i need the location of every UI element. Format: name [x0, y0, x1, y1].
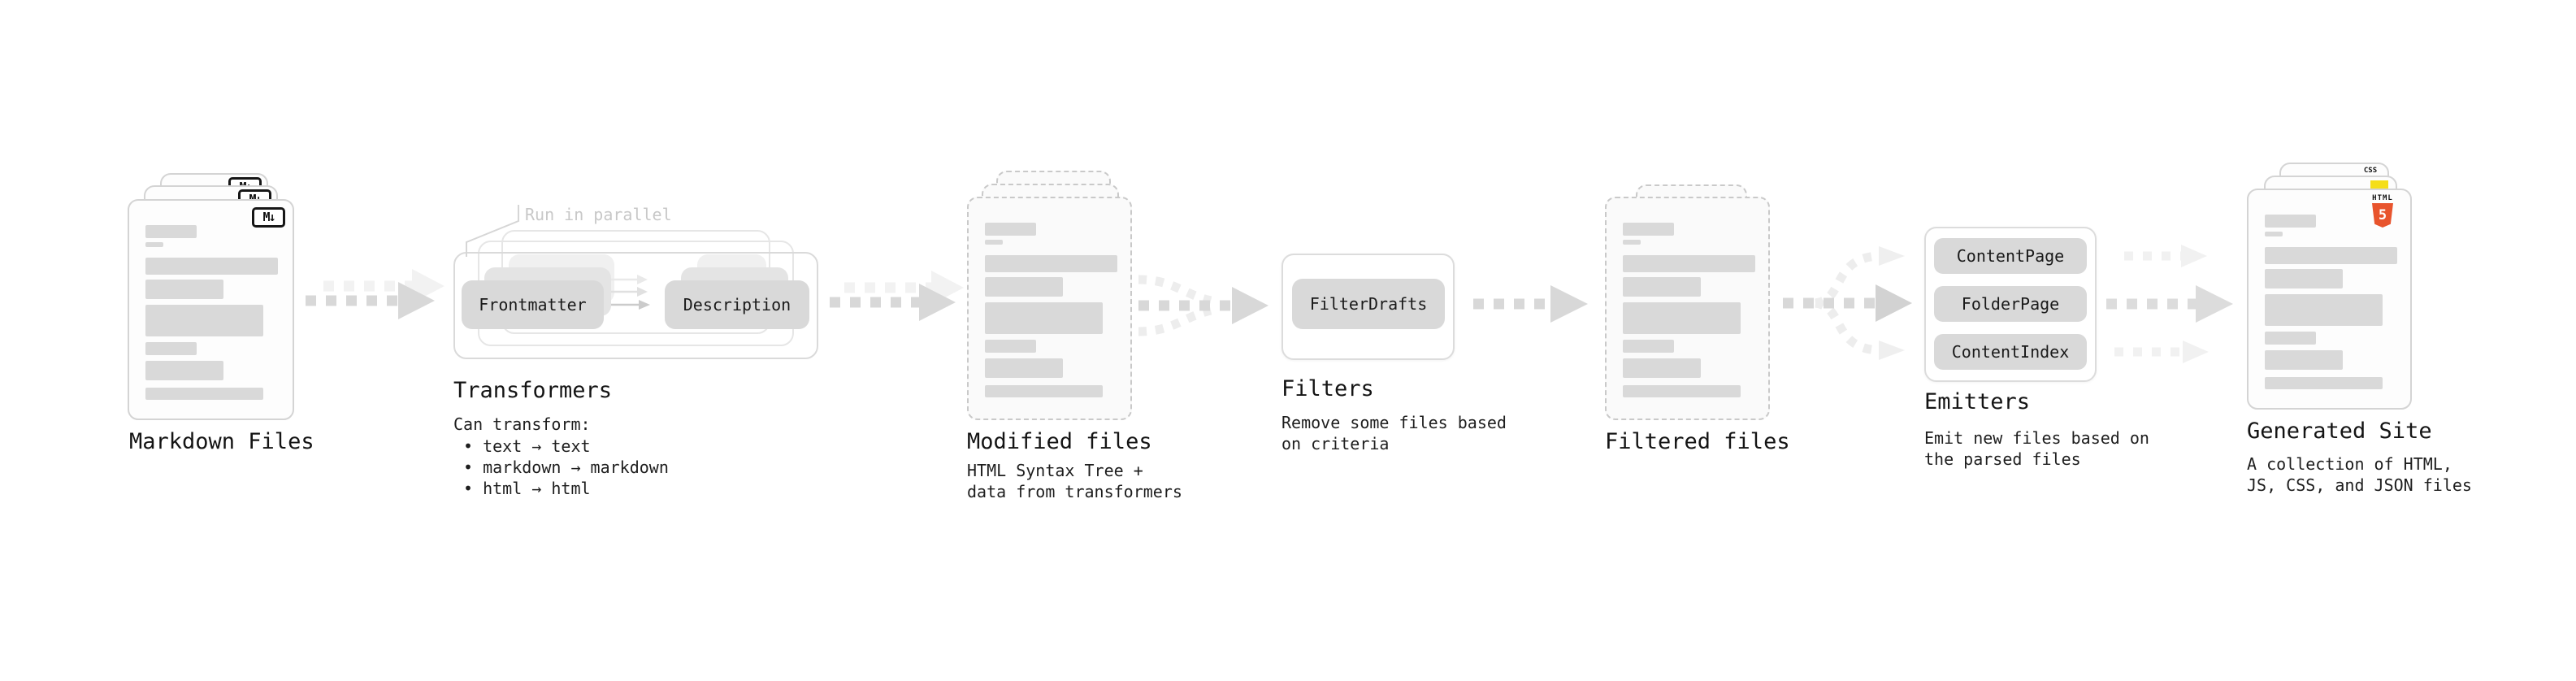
stage-label-markdown-files: Markdown Files — [129, 429, 314, 454]
text-line-placeholder — [1623, 358, 1701, 378]
note-line: A collection of HTML, — [2247, 454, 2452, 474]
emitter-node-label: ContentPage — [1956, 246, 2065, 266]
file-card-front: M↓ — [128, 199, 294, 420]
html5-icon-shield: 5 — [2372, 203, 2393, 228]
file-card-front — [967, 197, 1132, 420]
stage-label-generated-site: Generated Site — [2247, 419, 2432, 444]
stage-label-filtered-files: Filtered files — [1605, 429, 1790, 454]
text-line-placeholder — [2265, 377, 2383, 389]
file-card-front: HTML 5 — [2247, 189, 2412, 410]
note-line: on criteria — [1281, 434, 1390, 453]
text-line-placeholder — [1623, 255, 1755, 272]
arrow-filtered-to-emitters — [1783, 246, 1912, 360]
text-line-placeholder — [1623, 302, 1741, 334]
text-line-placeholder — [145, 280, 223, 299]
markdown-icon: M↓ — [252, 207, 285, 228]
stage-label-emitters: Emitters — [1924, 389, 2031, 414]
parallel-arrows-icon — [611, 275, 650, 310]
text-line-placeholder — [145, 225, 197, 238]
text-line-placeholder — [1623, 240, 1641, 245]
javascript-icon — [2370, 180, 2388, 191]
text-line-placeholder — [1623, 277, 1701, 297]
note-line: • markdown → markdown — [463, 458, 669, 477]
emitters-notes: Emit new files based on the parsed files — [1924, 427, 2149, 470]
text-line-placeholder — [985, 277, 1063, 297]
text-line-placeholder — [985, 223, 1036, 236]
note-line: Emit new files based on — [1924, 428, 2149, 448]
filter-node-label: FilterDrafts — [1309, 294, 1428, 314]
annotation-leader-line — [466, 205, 519, 257]
transformers-notes: • text → text • markdown → markdown • ht… — [463, 436, 669, 499]
filters-notes: Remove some files based on criteria — [1281, 412, 1507, 454]
transformer-node-frontmatter: Frontmatter — [462, 280, 604, 329]
emitter-node-contentpage: ContentPage — [1934, 238, 2087, 274]
arrow-markdown-to-transformers — [306, 269, 445, 319]
text-line-placeholder — [2265, 269, 2343, 288]
stage-label-filters: Filters — [1281, 376, 1374, 401]
arrow-filters-to-filtered — [1473, 285, 1588, 323]
text-line-placeholder — [145, 342, 197, 355]
arrow-emitters-to-generated — [2106, 245, 2233, 363]
text-line-placeholder — [2265, 294, 2383, 326]
text-line-placeholder — [145, 388, 263, 400]
text-line-placeholder — [985, 240, 1003, 245]
text-line-placeholder — [145, 305, 263, 336]
generated-site-notes: A collection of HTML, JS, CSS, and JSON … — [2247, 453, 2472, 496]
modified-files-notes: HTML Syntax Tree + data from transformer… — [967, 460, 1182, 502]
emitter-node-folderpage: FolderPage — [1934, 286, 2087, 322]
note-line: data from transformers — [967, 482, 1182, 501]
text-line-placeholder — [985, 302, 1103, 334]
arrow-modified-to-filters — [1138, 275, 1268, 336]
text-line-placeholder — [145, 258, 278, 275]
text-line-placeholder — [2265, 215, 2316, 228]
css-icon-text: CSS — [2363, 167, 2378, 175]
text-line-placeholder — [2265, 232, 2283, 236]
filter-node-filterdrafts: FilterDrafts — [1292, 279, 1445, 329]
emitter-node-label: FolderPage — [1961, 294, 2060, 314]
text-line-placeholder — [1623, 385, 1741, 397]
html5-icon: HTML 5 — [2364, 194, 2401, 228]
stage-label-modified-files: Modified files — [967, 429, 1152, 454]
text-line-placeholder — [2265, 247, 2397, 264]
text-line-placeholder — [1623, 223, 1674, 236]
note-line: • html → html — [463, 479, 591, 498]
file-card-front — [1605, 197, 1770, 420]
text-line-placeholder — [985, 340, 1036, 353]
note-line: • text → text — [463, 436, 591, 456]
note-line: Remove some files based — [1281, 413, 1507, 432]
text-line-placeholder — [145, 361, 223, 380]
text-line-placeholder — [1623, 340, 1674, 353]
transformers-note-title: Can transform: — [453, 414, 591, 434]
transformer-node-description: Description — [665, 280, 809, 329]
transformer-node-label: Frontmatter — [479, 295, 587, 314]
note-line: the parsed files — [1924, 449, 2081, 469]
text-line-placeholder — [2265, 350, 2343, 370]
transformer-node-label: Description — [683, 295, 791, 314]
note-line: JS, CSS, and JSON files — [2247, 475, 2472, 495]
emitter-node-label: ContentIndex — [1951, 342, 2070, 362]
text-line-placeholder — [985, 255, 1117, 272]
text-line-placeholder — [985, 385, 1103, 397]
arrow-transformers-to-modified — [830, 271, 964, 321]
html5-icon-text: HTML — [2372, 194, 2393, 202]
stage-label-transformers: Transformers — [453, 378, 613, 403]
transformers-container — [453, 252, 818, 359]
emitter-node-contentindex: ContentIndex — [1934, 334, 2087, 370]
run-in-parallel-annotation: Run in parallel — [525, 205, 672, 224]
text-line-placeholder — [2265, 332, 2316, 345]
text-line-placeholder — [985, 358, 1063, 378]
text-line-placeholder — [145, 242, 163, 247]
note-line: HTML Syntax Tree + — [967, 461, 1143, 480]
